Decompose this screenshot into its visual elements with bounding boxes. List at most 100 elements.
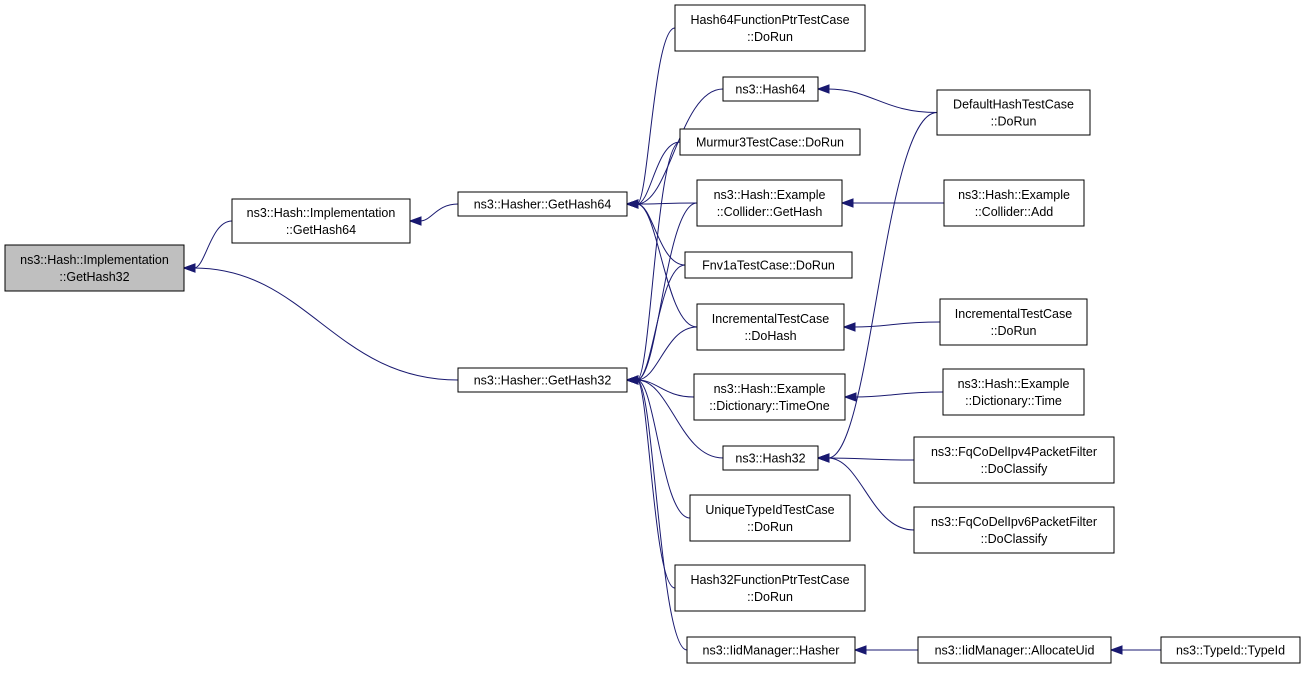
node-label-line: UniqueTypeIdTestCase [705, 503, 834, 517]
node-box [913, 506, 1115, 554]
node-box [457, 191, 628, 217]
node-label-line: ns3::FqCoDelIpv4PacketFilter [931, 445, 1097, 459]
node-box [686, 636, 856, 664]
edge-incrun-to-incdh [842, 321, 941, 332]
node-label-line: ns3::Hash::Implementation [20, 253, 169, 267]
node-box [689, 494, 851, 542]
node-label-line: ::Collider::Add [975, 205, 1054, 219]
graph-node-hash32[interactable]: ns3::Hash32 [722, 445, 819, 471]
graph-node-uniq[interactable]: UniqueTypeIdTestCase::DoRun [689, 494, 851, 542]
graph-node-colgh[interactable]: ns3::Hash::Example::Collider::GetHash [696, 179, 843, 227]
graph-node-fq4[interactable]: ns3::FqCoDelIpv4PacketFilter::DoClassify [913, 436, 1115, 484]
arrowhead [840, 198, 854, 208]
node-label-line: ns3::IidManager::AllocateUid [935, 644, 1095, 658]
edge-h64fp-to-hgh64 [625, 27, 676, 209]
node-box [674, 564, 866, 612]
graph-node-incdh[interactable]: IncrementalTestCase::DoHash [696, 303, 845, 351]
graph-node-hi64[interactable]: ns3::Hash::Implementation::GetHash64 [231, 198, 411, 244]
edge-incdh-to-hgh32 [625, 326, 698, 385]
node-box [943, 179, 1085, 227]
node-box [939, 298, 1088, 346]
graph-node-dictt[interactable]: ns3::Hash::Example::Dictionary::Time [942, 368, 1085, 416]
node-label-line: ::DoRun [991, 324, 1037, 338]
node-label-line: ::DoRun [991, 115, 1037, 129]
node-label-line: ::DoClassify [981, 462, 1048, 476]
graph-node-hgh32[interactable]: ns3::Hasher::GetHash32 [457, 367, 628, 393]
graph-node-tid[interactable]: ns3::TypeId::TypeId [1160, 636, 1301, 664]
node-box [722, 445, 819, 471]
node-box [696, 179, 843, 227]
edge-colgh-to-hgh32 [625, 202, 698, 385]
graph-node-h32fp[interactable]: Hash32FunctionPtrTestCase::DoRun [674, 564, 866, 612]
node-label-line: ns3::FqCoDelIpv6PacketFilter [931, 515, 1097, 529]
edge-iidh-to-hgh32 [625, 375, 688, 651]
node-label-line: IncrementalTestCase [955, 307, 1072, 321]
node-label-line: ::Dictionary::Time [965, 394, 1062, 408]
node-box [4, 244, 185, 292]
node-label-line: ns3::TypeId::TypeId [1176, 644, 1285, 658]
node-label-line: ns3::Hash::Example [958, 377, 1070, 391]
node-box [1160, 636, 1301, 664]
edge-hi64-to-hi32 [182, 220, 233, 273]
node-box [679, 128, 861, 156]
edge-defh-to-hash64 [816, 84, 938, 113]
node-label-line: ::Dictionary::TimeOne [709, 399, 829, 413]
graph-node-dict1[interactable]: ns3::Hash::Example::Dictionary::TimeOne [693, 373, 846, 421]
node-label-line: ::DoClassify [981, 532, 1048, 546]
edge-fq6-to-hash32 [816, 453, 915, 531]
arrowhead [843, 392, 857, 402]
graph-node-incrun[interactable]: IncrementalTestCase::DoRun [939, 298, 1088, 346]
edge-uniq-to-hgh32 [625, 375, 691, 519]
edge-dictt-to-dict1 [843, 391, 944, 402]
arrowhead [853, 645, 867, 655]
edge-incdh-to-hgh64 [625, 199, 698, 328]
node-box [913, 436, 1115, 484]
arrowhead [1109, 645, 1123, 655]
node-label-line: ::GetHash64 [286, 223, 356, 237]
node-box [942, 368, 1085, 416]
node-label-line: ns3::Hasher::GetHash32 [474, 374, 612, 388]
node-label-line: ns3::Hash::Implementation [247, 206, 396, 220]
edge-tid-to-iidau [1109, 645, 1162, 655]
node-label-line: ::GetHash32 [59, 270, 129, 284]
edge-hgh32-to-hi32 [182, 263, 459, 381]
node-label-line: ns3::Hash::Example [714, 382, 826, 396]
node-box [457, 367, 628, 393]
arrowhead [816, 84, 830, 94]
edge-fnv-to-hgh32 [625, 264, 686, 385]
edge-iidau-to-iidh [853, 645, 919, 655]
edge-mm3-to-hgh32 [625, 141, 681, 385]
graph-node-iidh[interactable]: ns3::IidManager::Hasher [686, 636, 856, 664]
graph-node-iidau[interactable]: ns3::IidManager::AllocateUid [917, 636, 1112, 664]
node-label-line: IncrementalTestCase [712, 312, 829, 326]
node-label-line: ns3::Hash::Example [958, 188, 1070, 202]
graph-node-hi32: ns3::Hash::Implementation::GetHash32 [4, 244, 185, 292]
node-box [936, 89, 1091, 136]
nodes-layer: ns3::Hash::Implementation::GetHash32ns3:… [4, 4, 1301, 664]
graph-node-coladd[interactable]: ns3::Hash::Example::Collider::Add [943, 179, 1085, 227]
node-label-line: ::DoHash [744, 329, 796, 343]
graph-node-mm3[interactable]: Murmur3TestCase::DoRun [679, 128, 861, 156]
node-label-line: DefaultHashTestCase [953, 98, 1074, 112]
node-box [684, 251, 853, 279]
arrowhead [625, 199, 639, 209]
node-label-line: Hash64FunctionPtrTestCase [690, 13, 849, 27]
graph-node-hash64[interactable]: ns3::Hash64 [722, 76, 819, 102]
graph-node-hgh64[interactable]: ns3::Hasher::GetHash64 [457, 191, 628, 217]
edge-hgh64-to-hi64 [408, 203, 459, 226]
graph-node-h64fp[interactable]: Hash64FunctionPtrTestCase::DoRun [674, 4, 866, 52]
graph-node-fq6[interactable]: ns3::FqCoDelIpv6PacketFilter::DoClassify [913, 506, 1115, 554]
arrowhead [816, 453, 830, 463]
node-box [696, 303, 845, 351]
node-label-line: ns3::IidManager::Hasher [703, 644, 840, 658]
graph-node-defh[interactable]: DefaultHashTestCase::DoRun [936, 89, 1091, 136]
node-label-line: ns3::Hasher::GetHash64 [474, 198, 612, 212]
graph-node-fnv[interactable]: Fnv1aTestCase::DoRun [684, 251, 853, 279]
node-label-line: ::DoRun [747, 30, 793, 44]
arrowhead [625, 375, 639, 385]
node-label-line: ::DoRun [747, 590, 793, 604]
node-box [917, 636, 1112, 664]
node-label-line: ::Collider::GetHash [717, 205, 823, 219]
node-label-line: ns3::Hash32 [735, 452, 805, 466]
